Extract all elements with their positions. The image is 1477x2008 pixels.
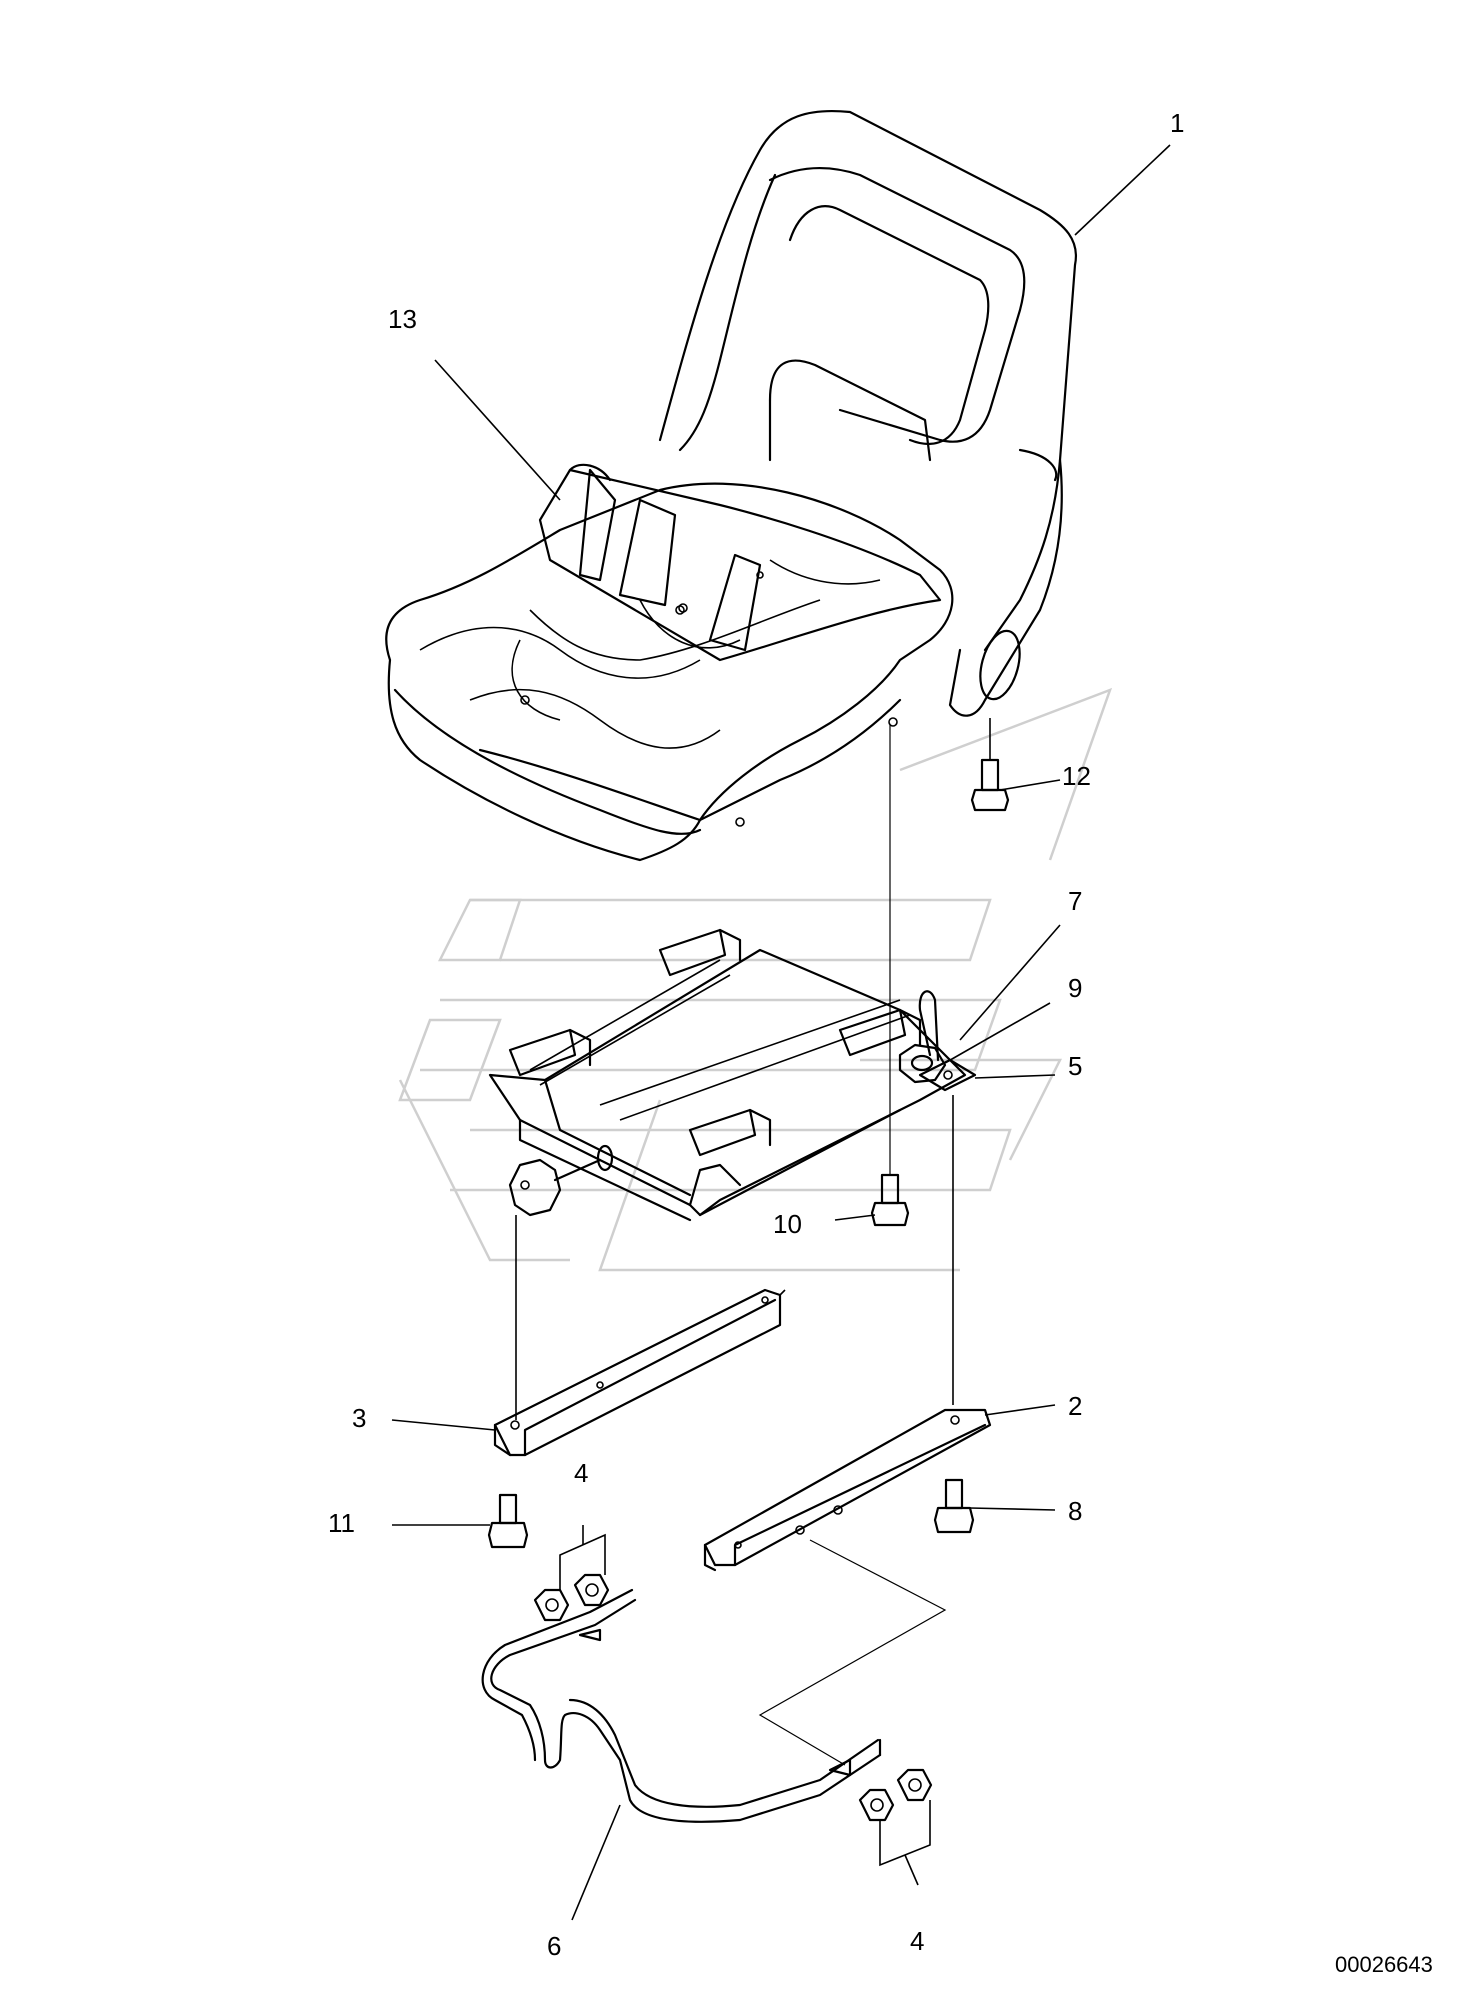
bolt-12 [970,718,1010,812]
bolt-11 [487,1493,529,1549]
callout-labels: 1 13 12 7 9 5 10 3 2 4 11 8 6 4 [328,108,1184,1961]
callout-2: 2 [1068,1391,1082,1421]
callout-1: 1 [1170,108,1184,138]
callout-13: 13 [388,304,417,334]
nuts-4-lower [858,1768,933,1886]
callout-7: 7 [1068,886,1082,916]
callout-3: 3 [352,1403,366,1433]
bolt-10 [870,725,910,1227]
callout-10: 10 [773,1209,802,1239]
callout-6: 6 [547,1931,561,1961]
nut-9 [898,1043,947,1084]
callout-4-upper: 4 [574,1458,588,1488]
callout-11: 11 [328,1508,355,1538]
callout-4-lower: 4 [910,1926,924,1956]
bolt-8 [933,1478,975,1534]
callout-12: 12 [1062,761,1091,791]
document-number: 00026643 [1335,1952,1433,1977]
slide-rail-left [493,1215,786,1457]
slide-rail-right [703,1095,992,1572]
linking-rod [481,1588,882,1823]
seat [385,109,1078,862]
watermark-logo [398,687,1113,1272]
seat-bracket-assembly [488,928,977,1222]
callout-5: 5 [1068,1051,1082,1081]
seat-belt [538,463,942,662]
leader-lines [391,144,1171,1921]
assembly-guide-lines [758,1539,947,1766]
callout-8: 8 [1068,1496,1082,1526]
callout-9: 9 [1068,973,1082,1003]
nuts-4-upper [533,1525,610,1622]
